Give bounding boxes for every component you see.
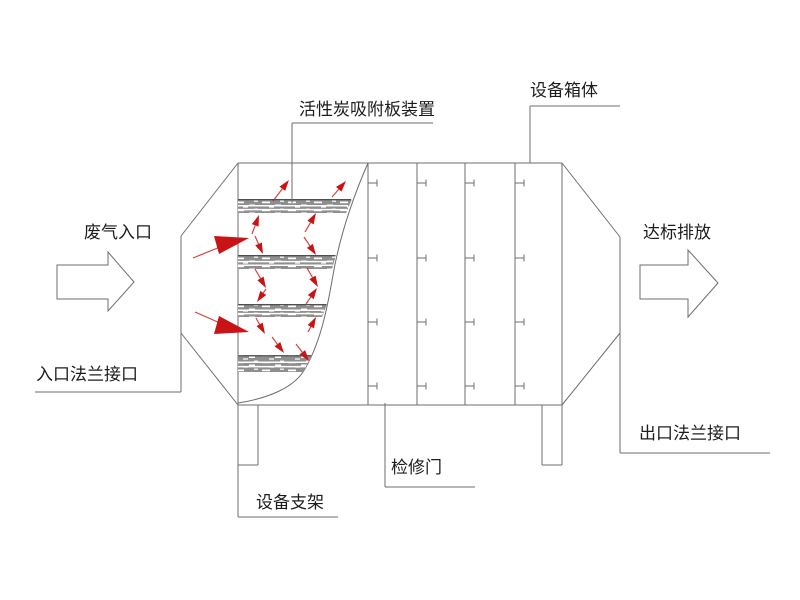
panel-seam-lines [367,163,516,405]
flow-arrow-icon [305,288,317,305]
flow-arrow-icon [255,317,265,334]
weld-tick-icon [368,382,378,390]
label-discharge: 达标排放 [643,223,711,243]
label-adsorption-plate: 活性炭吸附板装置 [299,100,435,120]
flow-arrow-icon [271,336,284,353]
weld-tick-icon [368,318,378,326]
flow-arrow-icon [272,180,289,202]
weld-tick-icon [465,254,475,262]
weld-tick-icon [465,382,475,390]
large-flow-arrow-lower [194,311,249,334]
weld-tick-icon [368,254,378,262]
weld-tick-icon [465,179,475,187]
waste-gas-inlet-arrow-icon [56,250,135,313]
flow-arrow-icon [295,343,309,361]
flow-arrow-icon [307,317,316,333]
weld-tick-icon [515,179,525,187]
cutaway-curve [237,162,369,404]
carbon-plate-2 [238,255,336,269]
weld-tick-icon [515,318,525,326]
carbon-plate-4 [238,355,312,372]
label-inlet-flange: 入口法兰接口 [36,365,138,385]
flow-arrow-icon [304,213,316,233]
large-flow-arrow-upper [192,236,249,259]
support-legs [237,405,563,466]
label-equipment-box: 设备箱体 [530,81,598,101]
flow-arrow-icon [303,236,316,255]
flow-arrow-icon [257,288,267,302]
weld-tick-icon [417,318,427,326]
carbon-plate-3 [238,304,327,317]
flow-arrow-icon [254,268,266,288]
flow-arrow-icon [306,267,318,287]
weld-tick-icon [515,382,525,390]
panel-tick-marks [368,179,525,390]
flow-arrow-icon [331,181,346,198]
flow-arrow-icon [251,215,259,235]
weld-tick-icon [417,382,427,390]
weld-tick-icon [417,254,427,262]
weld-tick-icon [368,179,378,187]
label-equipment-support: 设备支架 [256,493,324,513]
label-waste-gas-inlet: 废气入口 [84,223,152,243]
weld-tick-icon [465,318,475,326]
flow-arrow-icon [254,235,263,254]
leader-lines [35,105,770,518]
inlet-duct-outline [180,162,239,406]
weld-tick-icon [515,254,525,262]
weld-tick-icon [417,179,427,187]
label-outlet-flange: 出口法兰接口 [639,424,741,444]
discharge-arrow-icon [639,248,719,319]
small-flow-arrows [251,180,346,361]
equipment-box-outline [237,162,563,406]
label-maintenance-door: 检修门 [391,458,442,478]
outlet-duct-outline [561,162,621,406]
carbon-plate-1 [238,199,352,213]
